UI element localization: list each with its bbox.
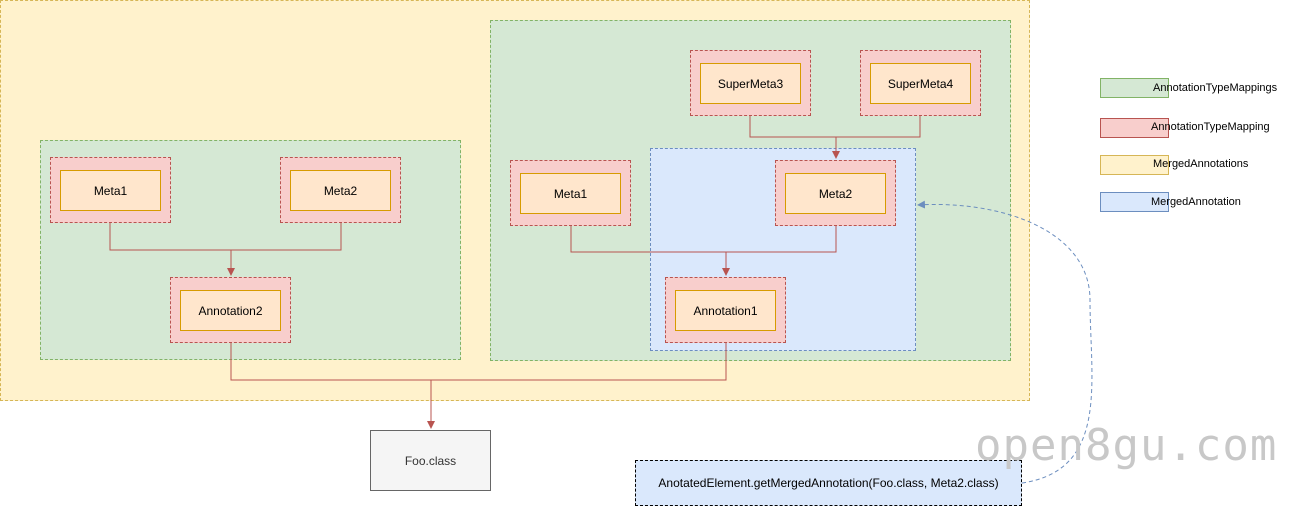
legend-label-merged-annotation: MergedAnnotation [1151,196,1241,208]
legend-label-mappings: AnnotationTypeMappings [1153,82,1278,94]
supermeta4-node: SuperMeta4 [870,63,971,104]
annotation1-node: Annotation1 [675,290,776,331]
legend-swatch-mapping [1100,118,1169,138]
left-meta1-node: Meta1 [60,170,161,211]
dashed-edge-call-to-merged-annotation [917,200,1093,484]
get-merged-annotation-call: AnotatedElement.getMergedAnnotation(Foo.… [635,460,1022,506]
annotation2-node: Annotation2 [180,290,281,331]
legend-swatch-mappings [1100,78,1169,98]
watermark: open8gu.com [975,420,1278,471]
legend-label-mapping: AnnotationTypeMapping [1151,121,1270,133]
supermeta3-node: SuperMeta3 [700,63,801,104]
edge-left-meta2-to-annotation2 [231,223,342,251]
legend-swatch-merged-annotations [1100,155,1169,175]
edge-right-meta1-to-annotation1 [570,226,730,276]
edge-supermeta3-to-meta2 [749,116,840,159]
right-meta1-node: Meta1 [520,173,621,214]
edge-left-meta1-to-annotation2 [109,223,235,276]
foo-class-node: Foo.class [370,430,491,491]
edge-annotation2-to-foo [230,343,435,429]
legend-swatch-merged-annotation [1100,192,1169,212]
edge-annotation1-to-foo [431,343,727,381]
left-meta2-node: Meta2 [290,170,391,211]
legend: AnnotationTypeMappings AnnotationTypeMap… [1100,78,1295,218]
edge-supermeta4-to-meta2 [836,116,921,138]
legend-label-merged-annotations: MergedAnnotations [1153,158,1249,170]
right-meta2-node: Meta2 [785,173,886,214]
edge-right-meta2-to-annotation1 [726,226,837,253]
